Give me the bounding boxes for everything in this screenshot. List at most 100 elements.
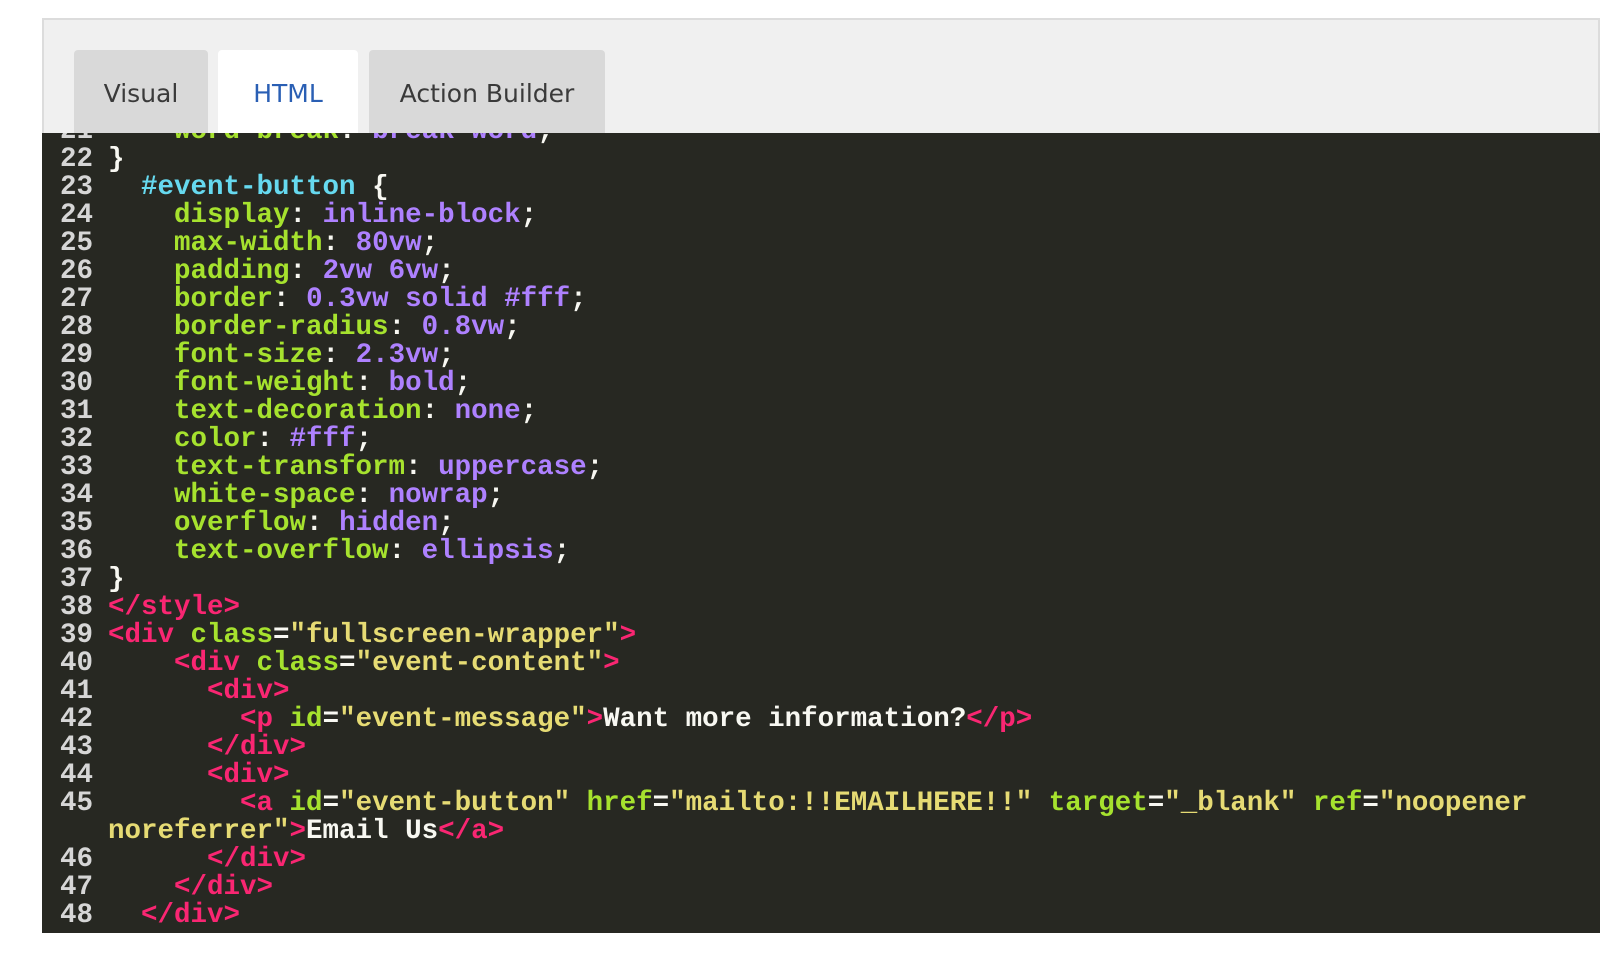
code-token (108, 508, 174, 539)
code-token: : (355, 480, 389, 511)
code-token (1032, 788, 1049, 819)
code-token: word-break (174, 133, 339, 147)
code-token (108, 480, 174, 511)
code-token: : (339, 133, 372, 147)
code-line[interactable]: 32 color: #fff; (42, 426, 1600, 454)
code-line[interactable]: 44 <div> (42, 762, 1600, 790)
code-line[interactable]: 46 </div> (42, 846, 1600, 874)
code-token: > (289, 816, 307, 847)
line-number: 41 (60, 676, 94, 707)
tab-html[interactable]: HTML (218, 50, 358, 136)
line-number: 42 (60, 704, 94, 735)
code-token: "event-content" (355, 648, 604, 679)
code-token: ; (355, 424, 373, 455)
code-line[interactable]: 21 word-break: break-word; (42, 133, 1600, 146)
line-text: max-width: 80vw; (108, 230, 1580, 258)
code-token: > (586, 704, 604, 735)
code-line[interactable]: 27 border: 0.3vw solid #fff; (42, 286, 1600, 314)
line-number: 39 (60, 620, 94, 651)
code-line[interactable]: 34 white-space: nowrap; (42, 482, 1600, 510)
code-token (108, 872, 174, 903)
code-line[interactable]: 37} (42, 566, 1600, 594)
code-token: bold (388, 368, 455, 399)
code-line[interactable]: 26 padding: 2vw 6vw; (42, 258, 1600, 286)
line-number: 29 (60, 340, 94, 371)
line-number: 46 (60, 844, 94, 875)
code-token (108, 284, 174, 315)
line-text: <div class="event-content"> (108, 650, 1580, 678)
code-line[interactable]: 29 font-size: 2.3vw; (42, 342, 1600, 370)
code-line[interactable]: 33 text-transform: uppercase; (42, 454, 1600, 482)
code-line[interactable]: 24 display: inline-block; (42, 202, 1600, 230)
tab-visual[interactable]: Visual (74, 50, 208, 136)
code-line[interactable]: 23 #event-button { (42, 174, 1600, 202)
code-token: display (174, 200, 290, 231)
line-text: border-radius: 0.8vw; (108, 314, 1580, 342)
code-token: ; (520, 396, 538, 427)
code-line[interactable]: 30 font-weight: bold; (42, 370, 1600, 398)
code-token: "event-message" (339, 704, 587, 735)
code-line[interactable]: 38</style> (42, 594, 1600, 622)
line-number: 47 (60, 872, 94, 903)
code-token (108, 760, 207, 791)
code-token (108, 704, 240, 735)
code-token: <div (174, 648, 257, 679)
line-text: text-transform: uppercase; (108, 454, 1580, 482)
code-token: target (1048, 788, 1148, 819)
line-number: 31 (60, 396, 94, 427)
code-lines: 21 word-break: break-word;22}23 #event-b… (42, 133, 1600, 930)
code-token: = (339, 648, 356, 679)
code-token (108, 452, 174, 483)
code-token (108, 844, 207, 875)
line-text: color: #fff; (108, 426, 1580, 454)
line-number: 30 (60, 368, 94, 399)
line-number: 36 (60, 536, 94, 567)
code-line[interactable]: 43 </div> (42, 734, 1600, 762)
code-token: none (454, 396, 521, 427)
code-line[interactable]: 42 <p id="event-message">Want more infor… (42, 706, 1600, 734)
code-line[interactable]: 28 border-radius: 0.8vw; (42, 314, 1600, 342)
code-line[interactable]: 36 text-overflow: ellipsis; (42, 538, 1600, 566)
code-line[interactable]: 47 </div> (42, 874, 1600, 902)
code-token: color (174, 424, 257, 455)
code-token (570, 788, 587, 819)
code-line[interactable]: 22} (42, 146, 1600, 174)
code-token: : (289, 200, 323, 231)
line-number: 27 (60, 284, 94, 315)
code-token: ; (504, 312, 521, 343)
code-editor[interactable]: 21 word-break: break-word;22}23 #event-b… (42, 133, 1600, 933)
line-text: </div> (108, 874, 1580, 902)
code-token: "_blank" (1164, 788, 1297, 819)
code-token: "mailto:!!EMAILHERE!!" (669, 788, 1033, 819)
code-token: = (273, 620, 290, 651)
code-line[interactable]: 48 </div> (42, 902, 1600, 930)
code-token (108, 228, 174, 259)
code-line[interactable]: 31 text-decoration: none; (42, 398, 1600, 426)
code-line[interactable]: 40 <div class="event-content"> (42, 650, 1600, 678)
line-number: 40 (60, 648, 94, 679)
code-line[interactable]: 35 overflow: hidden; (42, 510, 1600, 538)
code-token: ; (570, 284, 587, 315)
line-number: 26 (60, 256, 94, 287)
code-line[interactable]: 39<div class="fullscreen-wrapper"> (42, 622, 1600, 650)
code-token: border (174, 284, 274, 315)
code-token (1296, 788, 1313, 819)
code-token: = (652, 788, 670, 819)
code-token: #fff (289, 424, 356, 455)
code-token: ref (1312, 788, 1363, 819)
code-token: ; (537, 133, 554, 147)
line-number: 35 (60, 508, 94, 539)
line-number: 21 (42, 133, 108, 146)
code-token: = (322, 704, 340, 735)
line-text: <p id="event-message">Want more informat… (108, 706, 1580, 734)
line-text: font-weight: bold; (108, 370, 1580, 398)
line-text: </div> (108, 734, 1580, 762)
code-line[interactable]: 45 <a id="event-button" href="mailto:!!E… (42, 790, 1600, 846)
tab-action-builder[interactable]: Action Builder (369, 50, 605, 136)
code-line[interactable]: 41 <div> (42, 678, 1600, 706)
code-token: white-space (174, 480, 356, 511)
code-token: </div> (207, 732, 307, 763)
line-text: text-overflow: ellipsis; (108, 538, 1580, 566)
code-token: </p> (966, 704, 1033, 735)
code-line[interactable]: 25 max-width: 80vw; (42, 230, 1600, 258)
